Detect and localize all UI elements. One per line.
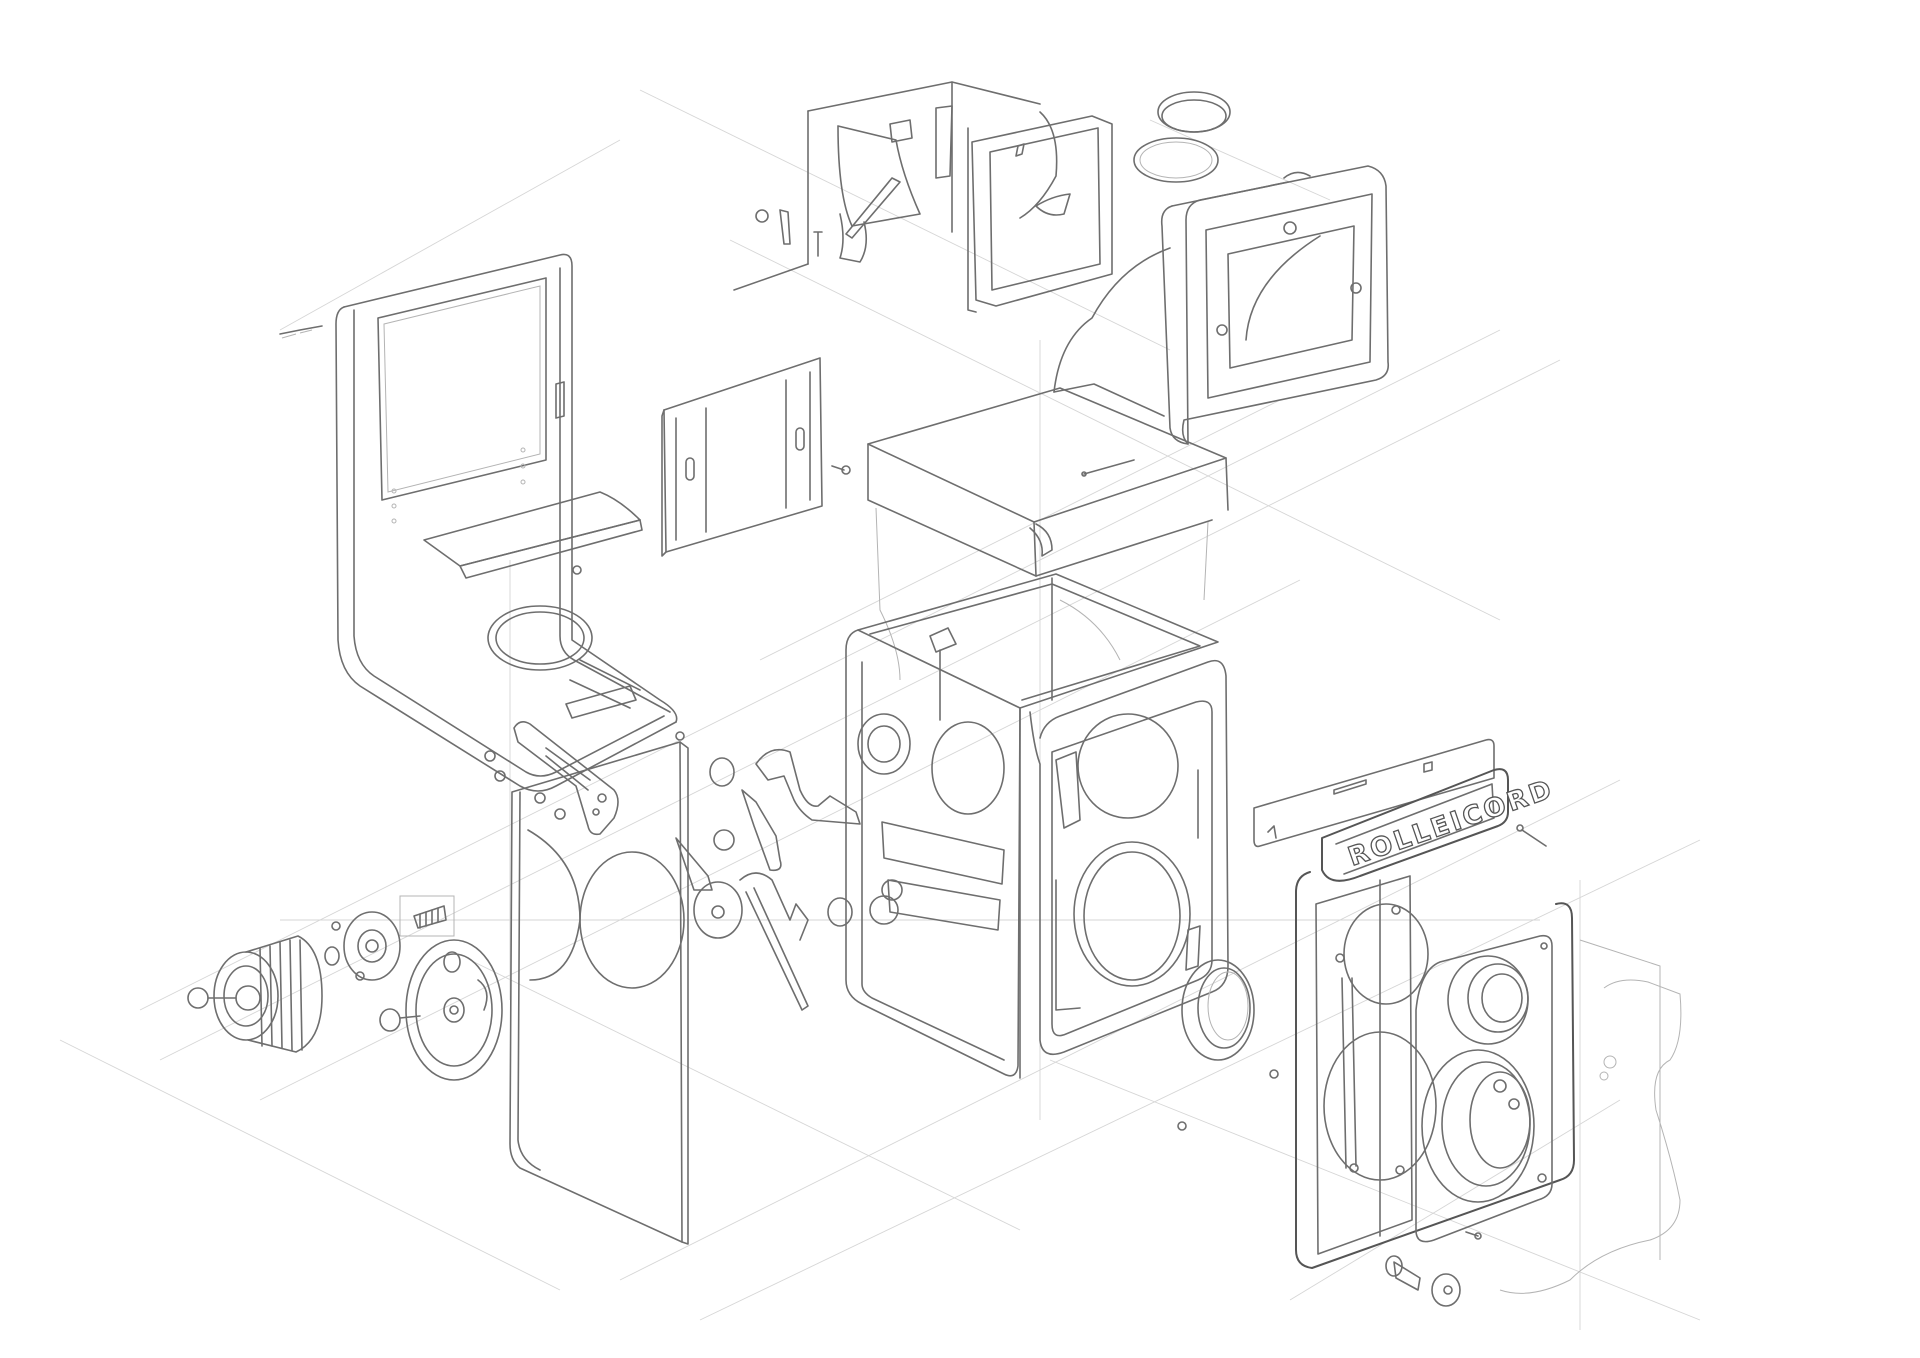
lens-board bbox=[1295, 871, 1575, 1269]
screw-right bbox=[1516, 824, 1547, 847]
shutter-release bbox=[1385, 1231, 1482, 1307]
rear-grip-plate bbox=[1499, 939, 1682, 1294]
mirror-box bbox=[867, 387, 1229, 681]
pressure-plate bbox=[661, 357, 851, 557]
taking-viewing-lenses bbox=[1421, 955, 1535, 1203]
construction-guide-lines bbox=[59, 89, 1701, 1330]
nameplate-text: ROLLEICORD bbox=[1345, 774, 1559, 873]
name-plate-bracket bbox=[1253, 738, 1495, 848]
shutter-plate bbox=[1415, 934, 1553, 1243]
focusing-hood-box bbox=[1053, 165, 1390, 445]
viewfinder-hood-front bbox=[967, 111, 1113, 313]
bracket-arm bbox=[484, 720, 619, 836]
advance-knob bbox=[187, 935, 340, 1053]
main-body bbox=[845, 573, 1229, 1079]
levers-and-gears bbox=[675, 731, 861, 1011]
spindle bbox=[399, 895, 455, 937]
back-door-frame bbox=[279, 253, 678, 792]
magnifier-lens bbox=[1133, 91, 1231, 183]
counter-disc bbox=[379, 939, 503, 1081]
flange-plate bbox=[331, 911, 401, 981]
viewfinder-hood-left bbox=[733, 81, 1041, 291]
focus-ring bbox=[1177, 959, 1279, 1131]
side-cover-plate bbox=[509, 741, 689, 1245]
